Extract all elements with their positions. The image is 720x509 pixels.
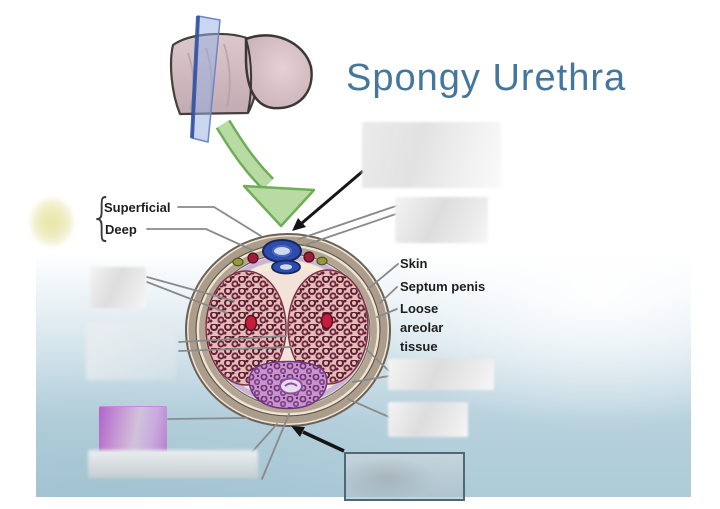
answer-blank-right-lower[interactable] (388, 402, 468, 437)
answer-blank-bottom-long[interactable] (88, 450, 258, 478)
answer-blank-purple[interactable] (99, 406, 167, 452)
label-skin: Skin (400, 256, 428, 271)
corpus-spongiosum (248, 360, 328, 410)
central-artery-left (244, 314, 258, 332)
answer-blank-left-lower[interactable] (86, 321, 176, 380)
answer-blank-right-upper[interactable] (395, 197, 488, 243)
central-artery-right (320, 312, 334, 330)
label-deep: Deep (105, 222, 137, 237)
slide-title: Spongy Urethra (346, 57, 627, 99)
label-superficial: Superficial (104, 200, 171, 215)
answer-blank-bottom-boxed[interactable] (344, 452, 465, 501)
pointer-arrow-bottom (291, 426, 345, 453)
label-loose-areolar-tissue: Loose areolar tissue (400, 301, 444, 354)
answer-blank-right-middle[interactable] (388, 359, 494, 390)
urethra-lumen (279, 377, 303, 395)
answer-blank-left-upper[interactable] (90, 267, 146, 308)
answer-blank-top-middle[interactable] (362, 122, 501, 188)
penis-cross-section (185, 233, 391, 427)
corpus-cavernosum-right (287, 269, 369, 385)
leader-lines (146, 205, 399, 480)
label-septum-penis: Septum penis (400, 279, 486, 294)
dorsal-vessels (232, 239, 328, 275)
cutting-plane (190, 15, 221, 143)
label-brace: { (89, 188, 114, 246)
green-section-arrow-icon (215, 119, 316, 228)
penis-sagittal-illustration (169, 15, 313, 143)
pointer-arrow-top (292, 169, 364, 231)
answer-blank-highlight-yellow[interactable] (28, 196, 81, 254)
